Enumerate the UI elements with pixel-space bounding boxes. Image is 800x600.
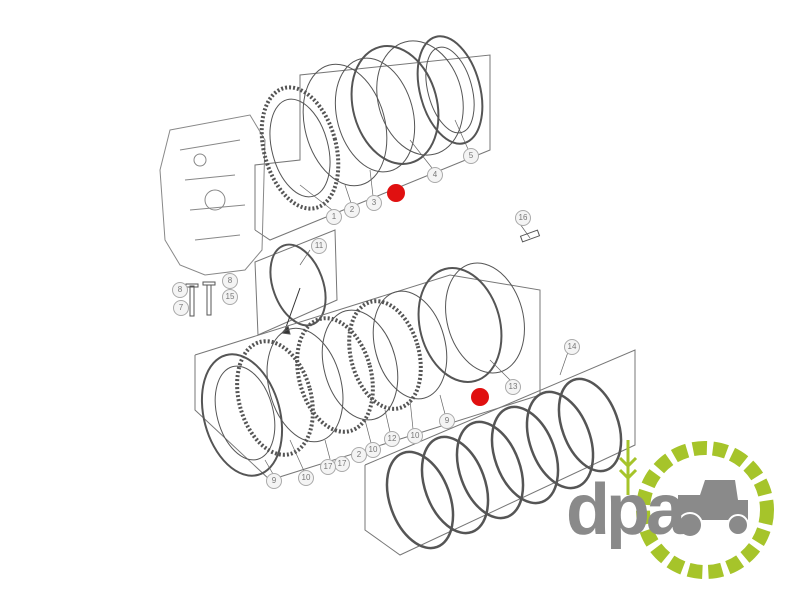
callout-17b[interactable]: 17 bbox=[320, 459, 336, 475]
upper-assembly-frame bbox=[254, 54, 491, 241]
callout-5[interactable]: 5 bbox=[463, 148, 479, 164]
tractor-gear-wheat-icon bbox=[618, 440, 774, 579]
callout-10b[interactable]: 10 bbox=[365, 442, 381, 458]
callout-12[interactable]: 12 bbox=[384, 431, 400, 447]
piston-rings bbox=[385, 377, 623, 550]
callout-4[interactable]: 4 bbox=[427, 167, 443, 183]
callout-9[interactable]: 9 bbox=[439, 413, 455, 429]
upper-leader-lines bbox=[299, 119, 531, 266]
callout-10c[interactable]: 10 bbox=[298, 470, 314, 486]
callout-2b[interactable]: 2 bbox=[351, 447, 367, 463]
callout-3[interactable]: 3 bbox=[366, 195, 382, 211]
highlight-marker-upper bbox=[387, 184, 405, 202]
arrow-11 bbox=[284, 287, 301, 331]
callout-1[interactable]: 1 bbox=[326, 209, 342, 225]
callout-8-left[interactable]: 8 bbox=[172, 282, 188, 298]
lower-clutch-discs bbox=[200, 262, 525, 477]
part-11-frame bbox=[254, 229, 338, 336]
callout-16[interactable]: 16 bbox=[515, 210, 531, 226]
callout-9b[interactable]: 9 bbox=[266, 473, 282, 489]
upper-clutch-discs bbox=[259, 35, 484, 211]
bolt-16 bbox=[519, 229, 541, 243]
part-11-plate bbox=[269, 243, 327, 327]
callout-14[interactable]: 14 bbox=[564, 339, 580, 355]
callout-8-right[interactable]: 8 bbox=[222, 273, 238, 289]
callout-7[interactable]: 7 bbox=[173, 300, 189, 316]
highlight-marker-lower bbox=[471, 388, 489, 406]
callout-15[interactable]: 15 bbox=[222, 289, 238, 305]
lower-leader-lines bbox=[264, 351, 569, 475]
callout-13[interactable]: 13 bbox=[505, 379, 521, 395]
callout-10[interactable]: 10 bbox=[407, 428, 423, 444]
transmission-housing bbox=[159, 114, 266, 276]
bolts-7-8-15 bbox=[185, 281, 216, 317]
dpa-logo-text: dpa bbox=[566, 470, 686, 550]
callout-17[interactable]: 17 bbox=[334, 456, 350, 472]
springs-frame bbox=[364, 349, 636, 556]
callout-11[interactable]: 11 bbox=[311, 238, 327, 254]
callout-2[interactable]: 2 bbox=[344, 202, 360, 218]
